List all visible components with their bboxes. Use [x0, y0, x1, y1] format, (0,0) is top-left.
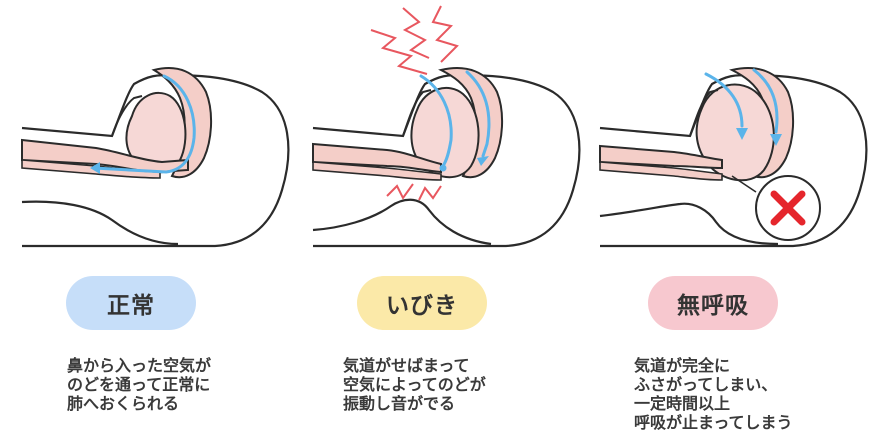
vibration-line — [370, 29, 428, 75]
panel-apnea: 無呼吸 気道が完全に ふさがってしまい、 一定時間以上 呼吸が止まってしまう — [582, 0, 873, 440]
vibration-line — [386, 183, 414, 200]
caption-snoring: 気道がせばまって 空気によってのどが 振動し音がでる — [343, 356, 579, 413]
vibration-lines — [386, 183, 442, 201]
badge-label: 正常 — [107, 293, 155, 319]
caption-line: 呼吸が止まってしまう — [634, 413, 793, 432]
esophagus-tube — [599, 161, 723, 181]
vibration-line — [418, 185, 442, 201]
badge-label: 無呼吸 — [677, 293, 749, 319]
caption-line: 気道が完全に — [634, 356, 731, 375]
caption-line: のどを通って正常に — [67, 375, 211, 394]
jaw-line — [111, 95, 143, 137]
airflow-arrow — [465, 70, 491, 158]
badge-apnea: 無呼吸 — [648, 276, 778, 330]
caption-line: 空気によってのどが — [343, 375, 486, 394]
caption-line: 気道がせばまって — [343, 356, 470, 375]
caption-line: 一定時間以上 — [634, 394, 731, 413]
airway-snoring-illustration — [312, 5, 581, 248]
panel-normal: 正常 鼻から入った空気が のどを通って正常に 肺へおくられる — [0, 0, 291, 440]
badge-snoring: いびき — [357, 276, 487, 330]
airway-tube — [599, 144, 723, 170]
airway-tube — [312, 142, 442, 174]
panel-snoring: いびき 気道がせばまって 空気によってのどが 振動し音がでる — [291, 0, 582, 440]
vibration-line — [402, 7, 430, 59]
tongue — [410, 86, 480, 179]
airflow-arrow — [92, 74, 196, 174]
caption-normal: 鼻から入った空気が のどを通って正常に 肺へおくられる — [67, 356, 303, 413]
airway-normal-illustration — [21, 67, 290, 248]
blocked-x-icon — [770, 190, 806, 226]
airflow-arrow — [419, 74, 453, 168]
airway-tube — [21, 138, 189, 174]
caption-line: 振動し音がでる — [343, 394, 456, 413]
nasal-cavity — [151, 67, 213, 179]
caption-apnea: 気道が完全に ふさがってしまい、 一定時間以上 呼吸が止まってしまう — [634, 356, 870, 432]
airway-apnea-illustration — [599, 67, 868, 248]
throat-curve — [599, 202, 779, 246]
caption-line: ふさがってしまい、 — [634, 375, 778, 394]
vibration-lines — [370, 5, 459, 75]
airflow-arrowhead — [770, 134, 782, 146]
nasal-cavity — [438, 67, 504, 179]
esophagus-tube — [312, 161, 442, 181]
jaw-line — [402, 89, 432, 137]
callout-pointer — [731, 175, 757, 193]
throat-curve — [21, 200, 179, 246]
badge-label: いびき — [386, 293, 458, 319]
airflow-arrowhead — [736, 128, 748, 140]
jaw-line — [689, 89, 719, 137]
airflow-arrowhead — [477, 156, 489, 166]
airflow-arrow — [704, 72, 744, 128]
throat-bulge — [312, 198, 492, 246]
airflow-arrowhead — [439, 164, 447, 172]
tongue — [695, 83, 775, 182]
badge-normal: 正常 — [66, 276, 196, 330]
vibration-line — [431, 5, 459, 63]
airflow-arrow — [752, 68, 779, 134]
caption-line: 鼻から入った空気が — [67, 356, 212, 375]
caption-line: 肺へおくられる — [67, 394, 180, 413]
airflow-arrowhead — [90, 162, 100, 174]
